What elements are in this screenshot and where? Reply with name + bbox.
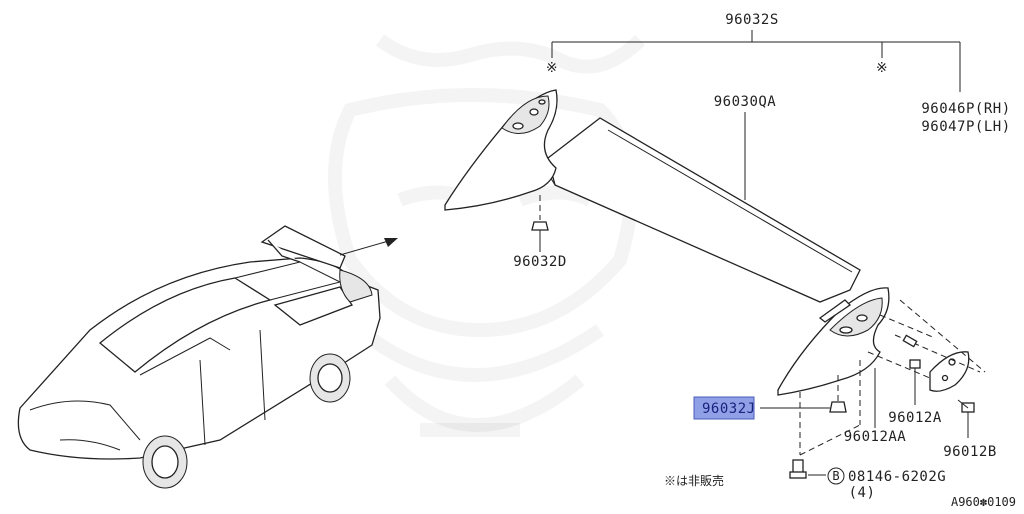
mark-not-sold-1: ※ bbox=[546, 60, 558, 76]
assembly-guide-lines bbox=[539, 195, 986, 456]
car-illustration bbox=[17, 225, 381, 489]
end-plate bbox=[929, 351, 970, 392]
label-bolt-qty: (4) bbox=[849, 485, 876, 501]
label-bolt: 08146-6202G bbox=[848, 469, 946, 485]
label-screw-b: 96012B bbox=[943, 444, 997, 460]
label-end-cap-lh: 96047P(LH) bbox=[921, 119, 1010, 135]
fastener-nut-upper bbox=[531, 221, 549, 238]
highlight-box[interactable] bbox=[693, 396, 755, 420]
fastener-screw-a bbox=[902, 334, 921, 405]
direction-arrow bbox=[339, 238, 398, 256]
bolt-symbol: B bbox=[832, 469, 839, 483]
fastener-bolt bbox=[789, 459, 807, 479]
fastener-clip-j bbox=[829, 401, 847, 413]
leader-lines bbox=[539, 112, 876, 476]
figure-id: A960✽0109 bbox=[951, 495, 1016, 509]
left-end-cap bbox=[444, 89, 558, 211]
label-spoiler-assembly: 96032S bbox=[725, 12, 779, 28]
label-end-cap-rh: 96046P(RH) bbox=[921, 101, 1010, 117]
note-not-sold: ※は非販売 bbox=[664, 473, 724, 488]
fastener-screw-b bbox=[957, 399, 975, 438]
spoiler-body bbox=[546, 117, 861, 303]
label-nut-upper: 96032D bbox=[513, 254, 567, 270]
label-screw-aa: 96012AA bbox=[844, 429, 907, 445]
label-screw-a: 96012A bbox=[888, 410, 942, 426]
label-spoiler-body: 96030QA bbox=[714, 94, 777, 110]
assembly-bracket bbox=[551, 30, 961, 92]
watermark-logo bbox=[328, 34, 645, 437]
right-end-cap bbox=[777, 287, 890, 396]
mark-not-sold-2: ※ bbox=[876, 60, 888, 76]
bolt-symbol-circle bbox=[827, 467, 845, 485]
label-clip-highlighted[interactable]: 96032J bbox=[702, 401, 756, 417]
